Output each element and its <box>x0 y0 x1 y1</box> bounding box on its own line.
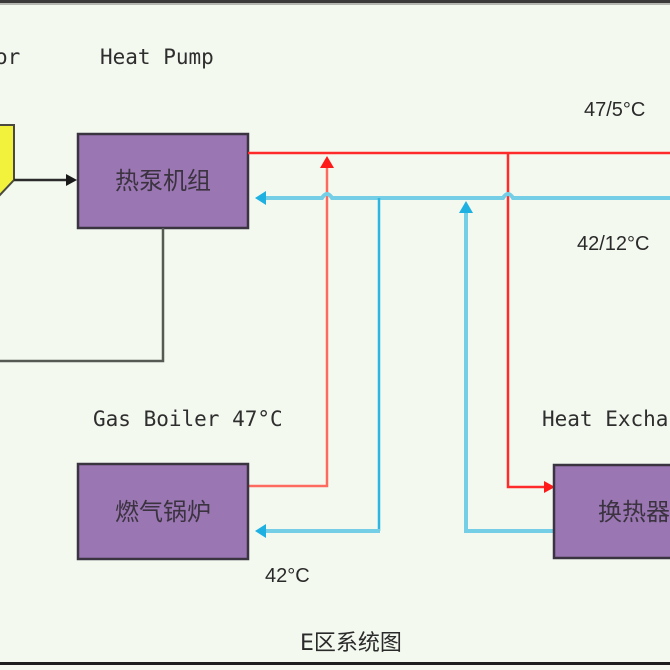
diagram-caption: E区系统图 <box>300 631 402 656</box>
top-border-shadow <box>0 3 670 5</box>
return-main-pipe <box>262 192 670 200</box>
hx-supply-pipe <box>506 153 547 489</box>
heat-pump-label-cn: 热泵机组 <box>115 167 211 195</box>
arrow-right-icon <box>66 174 77 186</box>
gas-boiler-label-en: Gas Boiler 47°C <box>93 407 283 431</box>
arrow-up-icon <box>459 201 473 213</box>
arrow-left-icon <box>255 524 266 538</box>
heat-pump-label-en: Heat Pump <box>100 45 214 69</box>
bottom-border <box>0 662 670 665</box>
top-border <box>0 0 670 3</box>
evaporator-label: or <box>0 45 20 69</box>
supply-temperature-label: 47/5°C <box>584 99 645 121</box>
heat-exchanger-label-en: Heat Excha <box>542 407 668 431</box>
gas-boiler-label-cn: 燃气锅炉 <box>115 498 211 526</box>
boiler-supply-pipe <box>248 160 329 488</box>
heat-pump-box[interactable] <box>76 132 250 230</box>
boiler-return-temperature-label: 42°C <box>265 565 310 587</box>
gas-boiler-box[interactable] <box>76 462 250 561</box>
arrow-left-icon <box>255 191 266 205</box>
heatpump-loop-line <box>0 228 165 363</box>
arrow-right-icon <box>544 481 555 493</box>
heat-exchanger-box[interactable] <box>552 463 670 560</box>
arrow-up-icon <box>320 156 334 168</box>
hx-return-pipe <box>464 211 555 533</box>
return-temperature-label: 42/12°C <box>577 233 650 255</box>
heat-exchanger-label-cn: 换热器 <box>598 498 670 526</box>
